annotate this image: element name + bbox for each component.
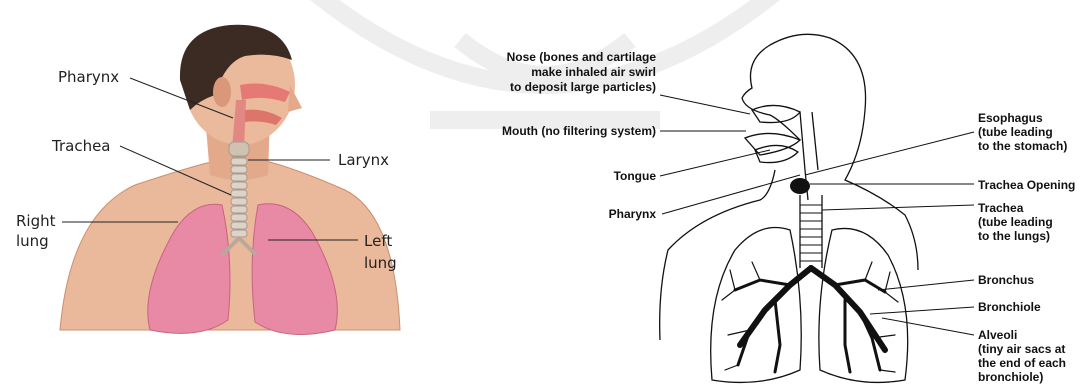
label-left-lung-line1: Left — [364, 232, 392, 250]
trachea-rings-bw — [800, 205, 822, 261]
trachea-rings — [231, 150, 247, 237]
label-mouth: Mouth (no filtering system) — [502, 124, 656, 138]
label-bronchiole: Bronchiole — [978, 300, 1041, 314]
label-right-lung-line2: lung — [16, 232, 49, 250]
label-esophagus-line1: Esophagus — [978, 111, 1043, 125]
label-trachea-opening: Trachea Opening — [978, 178, 1075, 192]
label-pharynx-bw: Pharynx — [609, 207, 657, 221]
left-lung-outline — [819, 228, 908, 382]
label-nose-line1: Nose (bones and cartilage — [507, 50, 657, 64]
label-nose-line2: make inhaled air swirl — [531, 65, 656, 79]
bronchial-tree — [722, 262, 898, 372]
label-trachea-line3: to the lungs) — [978, 229, 1050, 243]
label-left-lung-line2: lung — [364, 254, 397, 272]
right-leader-lines — [660, 95, 974, 335]
label-alveoli-line2: (tiny air sacs at — [978, 342, 1065, 356]
label-alveoli-line1: Alveoli — [978, 328, 1017, 342]
mouth-outline — [745, 133, 800, 155]
ear — [213, 77, 231, 107]
face-nose — [288, 85, 302, 112]
label-nose-line3: to deposit large particles) — [510, 80, 656, 94]
right-lung-outline — [711, 228, 802, 383]
nasal-cavity-outline — [752, 105, 800, 122]
label-esophagus-line2: (tube leading — [978, 125, 1053, 139]
label-bronchus: Bronchus — [978, 273, 1034, 287]
larynx-shape — [229, 142, 249, 156]
head-outline — [742, 34, 918, 270]
trachea-opening-shape — [790, 178, 810, 194]
body-outline-left — [660, 170, 775, 340]
label-alveoli-line3: the end of each — [978, 356, 1066, 370]
label-trachea-line1: Trachea — [978, 201, 1024, 215]
trachea-outline — [800, 195, 822, 268]
label-trachea-line2: (tube leading — [978, 215, 1053, 229]
label-larynx: Larynx — [338, 151, 389, 169]
tongue-outline — [755, 145, 798, 162]
label-tongue: Tongue — [614, 169, 657, 183]
label-right-lung-line1: Right — [16, 212, 56, 230]
label-alveoli-line4: bronchiole) — [978, 370, 1043, 384]
label-trachea: Trachea — [51, 137, 111, 155]
label-pharynx: Pharynx — [58, 68, 119, 86]
label-esophagus-line3: to the stomach) — [978, 139, 1067, 153]
